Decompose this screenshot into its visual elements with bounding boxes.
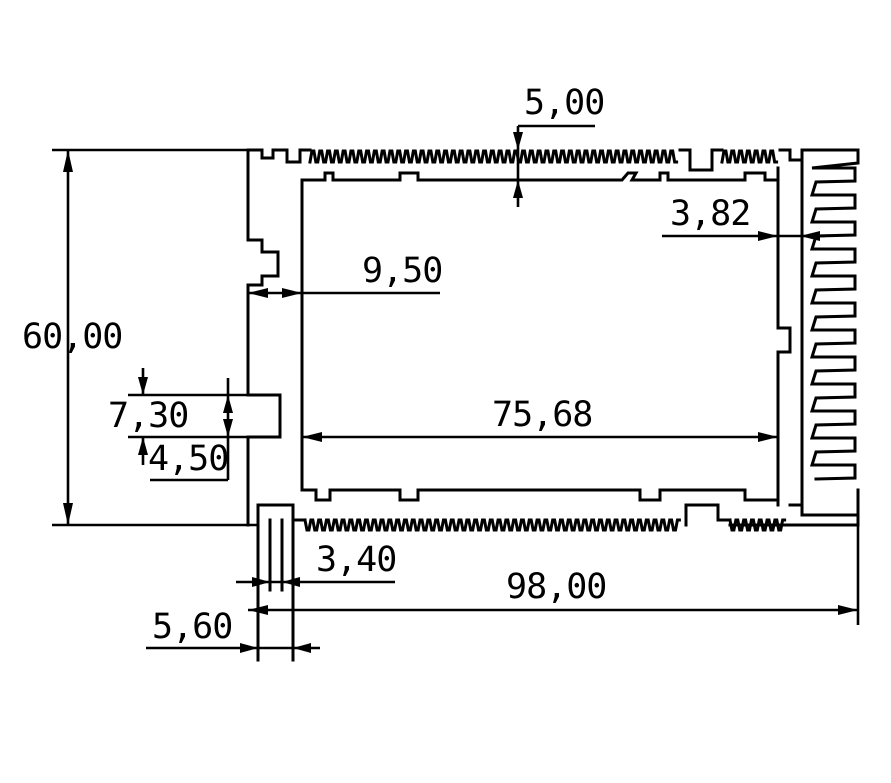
label-bottom-leg: 5,60 xyxy=(152,607,232,647)
label-fin-depth: 3,82 xyxy=(670,194,750,234)
label-bottom-slot: 3,40 xyxy=(316,540,396,580)
right-inner-wall xyxy=(776,166,792,507)
bottom-heatsink-teeth xyxy=(303,518,787,532)
label-slot-height: 7,30 xyxy=(108,396,188,436)
bottom-left-leg xyxy=(256,518,295,662)
bottom-inner-rail xyxy=(300,488,780,502)
dimension-overall-width xyxy=(248,525,860,625)
dimension-cavity-width xyxy=(302,432,778,442)
label-overall-height: 60,00 xyxy=(22,317,122,357)
dimension-bottom-slot xyxy=(236,577,395,587)
label-slot-depth: 4,50 xyxy=(148,439,228,479)
top-inner-rail xyxy=(300,171,780,182)
dimension-slot xyxy=(128,368,260,482)
top-heatsink-teeth xyxy=(308,149,779,164)
left-outer-wall xyxy=(246,148,289,527)
dimension-inner-offset xyxy=(248,288,440,298)
dimension-fin-depth xyxy=(662,231,825,241)
label-top-wall: 5,00 xyxy=(524,83,604,123)
dimension-bottom-leg xyxy=(146,643,320,653)
label-cavity-width: 75,68 xyxy=(492,395,592,435)
label-inner-offset: 9,50 xyxy=(362,251,442,291)
label-overall-width: 98,00 xyxy=(506,567,606,607)
dimension-top-wall xyxy=(513,124,595,207)
dimension-overall-height xyxy=(52,148,258,527)
right-heatsink-fins xyxy=(788,148,860,517)
top-outer-edge xyxy=(285,148,792,172)
